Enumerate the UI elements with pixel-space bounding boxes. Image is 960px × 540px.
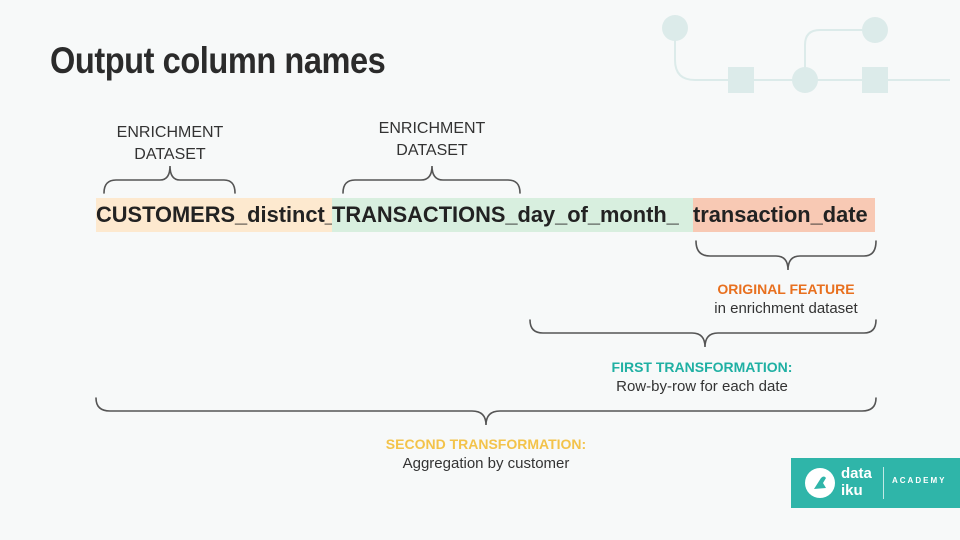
brace-original-feature <box>695 240 877 271</box>
note-original-feature: ORIGINAL FEATURE in enrichment dataset <box>636 279 936 319</box>
column-segment-customers-text: CUSTOMERS_distinct_ <box>96 202 332 227</box>
logo-academy-text: ACADEMY <box>892 476 947 485</box>
enrichment-dataset-label-1: ENRICHMENT DATASET <box>70 122 270 166</box>
column-segment-transaction-date: transaction_date <box>693 198 875 232</box>
note-second-text: Aggregation by customer <box>402 455 570 472</box>
column-segment-transactions-text: TRANSACTIONS_day_of_month_ <box>332 202 679 227</box>
brace-second-transformation <box>95 397 877 426</box>
logo-word-1: data <box>841 465 872 482</box>
column-segment-transaction-date-text: transaction_date <box>693 202 868 227</box>
dataiku-academy-logo: data iku ACADEMY <box>791 458 960 508</box>
decorative-network-graphic <box>662 15 950 93</box>
enrichment-label-2-line1: ENRICHMENT <box>378 120 486 137</box>
enrichment-dataset-label-2: ENRICHMENT DATASET <box>332 118 532 162</box>
logo-word-2: iku <box>841 482 863 499</box>
note-first-text: Row-by-row for each date <box>616 378 788 395</box>
column-segment-customers: CUSTOMERS_distinct_ <box>96 198 332 232</box>
column-segment-transactions: TRANSACTIONS_day_of_month_ <box>332 198 693 232</box>
note-second-head: SECOND TRANSFORMATION: <box>385 436 587 452</box>
brace-transactions <box>342 165 521 194</box>
brace-customers <box>103 165 236 194</box>
enrichment-label-1-line2: DATASET <box>134 146 206 163</box>
logo-wordmark: data iku <box>841 465 872 499</box>
page-title: Output column names <box>50 40 386 81</box>
note-second-transformation: SECOND TRANSFORMATION: Aggregation by cu… <box>336 434 636 474</box>
enrichment-label-1-line1: ENRICHMENT <box>116 124 224 141</box>
note-original-text: in enrichment dataset <box>714 300 858 317</box>
brace-first-transformation <box>529 319 877 348</box>
logo-divider <box>883 467 884 499</box>
enrichment-label-2-line2: DATASET <box>396 142 468 159</box>
note-original-head: ORIGINAL FEATURE <box>717 281 855 297</box>
note-first-transformation: FIRST TRANSFORMATION: Row-by-row for eac… <box>552 357 852 397</box>
note-first-head: FIRST TRANSFORMATION: <box>611 359 793 375</box>
bird-icon <box>805 468 835 498</box>
